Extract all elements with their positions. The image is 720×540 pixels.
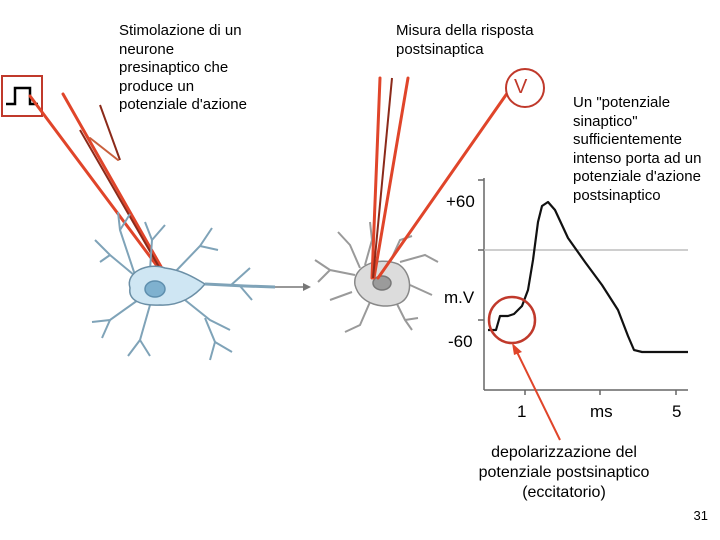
depolarization-arrow [512,343,561,441]
measure-label: Misura della risposta postsinaptica [396,22,534,58]
recording-electrodes [370,76,510,280]
x-axis-unit-label: ms [590,402,613,421]
depolarization-highlight-circle [487,295,537,345]
postsynaptic-note-label: Un "potenziale sinaptico" sufficientemen… [573,94,702,204]
presynaptic-neuron [91,211,276,361]
pulse-icon [6,86,38,106]
x-axis-right-label: 5 [672,402,682,421]
action-potential-trace [488,200,688,354]
y-axis-top-label: +60 [446,192,475,211]
voltmeter-icon [505,68,545,108]
stimulation-label: Stimolazione di un neurone presinaptico … [119,22,247,113]
page-number: 31 [693,508,708,523]
y-axis-bottom-label: -60 [448,332,473,351]
voltmeter-label: V [514,76,528,98]
stimulation-leads-dark [79,104,171,287]
depolarization-label: depolarizzazione del potenziale postsina… [478,444,650,501]
x-axis-left-label: 1 [517,402,527,421]
recording-leads-dark [372,77,393,279]
graph-axes [478,178,688,395]
y-axis-unit-label: m.V [444,288,475,307]
synapse-arrow [275,283,311,291]
presynaptic-axon [204,282,276,289]
stimulation-electrodes [28,92,174,288]
stimulator-box [1,75,43,117]
